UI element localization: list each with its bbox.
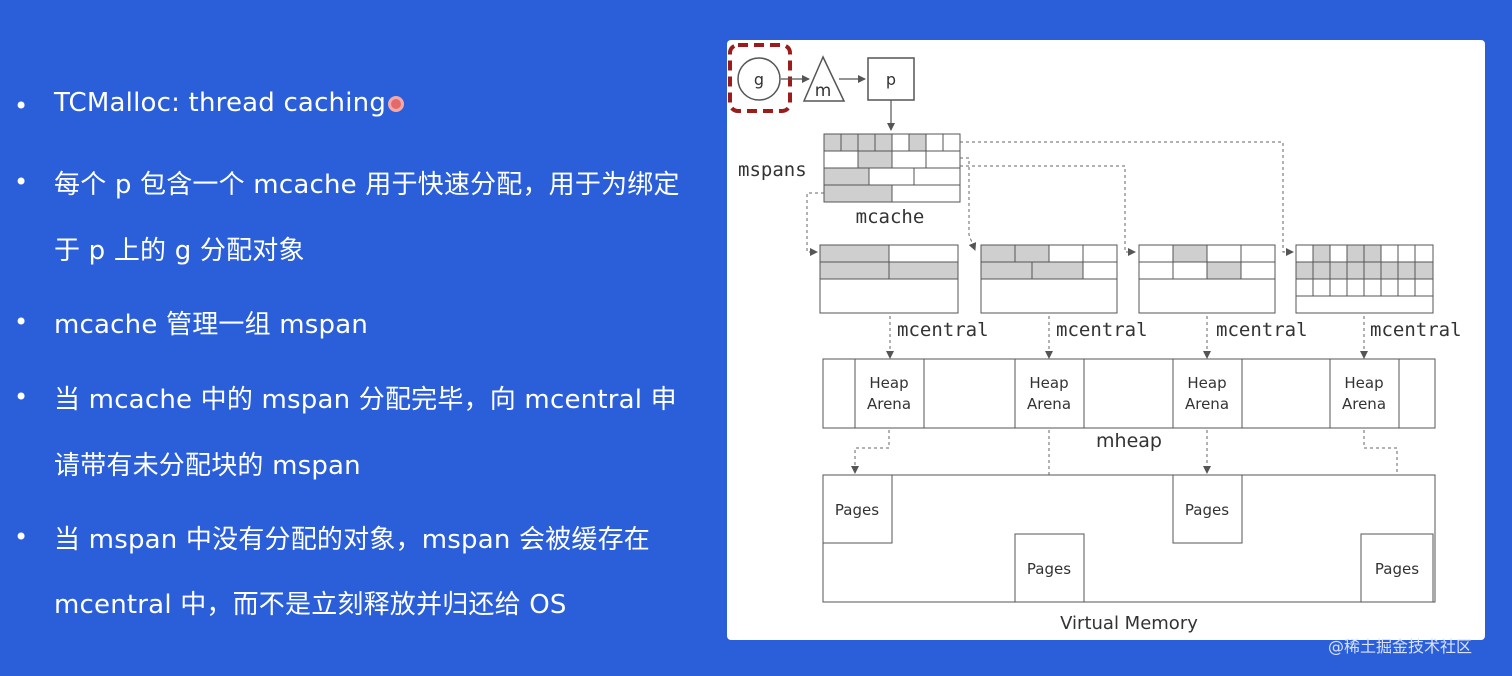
pages-2: Pages [1014,533,1085,603]
mcentral-label: mcentral [897,319,989,341]
bullet-marker: • [14,92,29,120]
heap-arena-1: Heap Arena [854,358,925,429]
bullet-4-line-1: 当 mcache 中的 mspan 分配完毕，向 mcentral 申 [54,385,677,415]
heap-arena-label: Arena [1027,395,1071,413]
bullet-5-line-1: 当 mspan 中没有分配的对象，mspan 会被缓存在 [54,525,650,555]
mcentral-2-box [980,244,1118,314]
bullet-5-line-2: mcentral 中，而不是立刻释放并归还给 OS [54,590,567,620]
watermark: @稀土掘金技术社区 [1328,637,1473,656]
heap-arena-label: Heap [1187,374,1226,392]
bullet-4-line-2: 请带有未分配块的 mspan [54,451,361,481]
bullet-1-label: TCMalloc: thread caching [54,88,387,118]
g-highlight-box [728,43,792,113]
heap-arena-2: Heap Arena [1014,358,1085,429]
pages-1: Pages [822,474,893,544]
m-label: m [815,81,832,101]
p-label: p [886,70,896,89]
g-label: g [754,70,764,89]
g-node [737,57,781,101]
cursor-dot-icon [388,95,405,112]
m-node [802,55,846,102]
virtual-memory-box [822,474,1436,603]
mcentral-label: mcentral [1216,319,1308,341]
heap-arena-label: Heap [1029,374,1068,392]
mcache-grid [823,133,961,203]
mcentral-label: mcentral [1056,319,1148,341]
pages-label: Pages [1185,501,1229,519]
mcentral-3-box [1138,244,1276,314]
heap-arena-4: Heap Arena [1329,358,1400,429]
mcentral-4-box [1295,244,1434,314]
pages-label: Pages [835,501,879,519]
memory-allocator-diagram: g m p [728,43,1462,634]
heap-arena-label: Heap [1344,374,1383,392]
pages-label: Pages [1375,560,1419,578]
heap-arena-label: Heap [869,374,908,392]
mcache-label: mcache [856,206,925,228]
bullet-2-line-2: 于 p 上的 g 分配对象 [54,236,305,266]
heap-arena-3: Heap Arena [1172,358,1243,429]
bullet-marker: • [14,523,29,551]
diagram-panel: g m p [727,40,1485,640]
bullet-2-line-1: 每个 p 包含一个 mcache 用于快速分配，用于为绑定 [54,170,680,200]
bullet-marker: • [14,383,29,411]
p-node [867,57,915,101]
mheap-label: mheap [1096,430,1162,452]
virtual-memory-label: Virtual Memory [1060,613,1198,634]
mspans-label: mspans [738,159,807,181]
heap-arena-label: Arena [867,395,911,413]
bullet-3-text: mcache 管理一组 mspan [54,310,369,340]
bullet-list: • TCMalloc: thread caching • 每个 p 包含一个 m… [0,0,720,676]
heap-arena-label: Arena [1342,395,1386,413]
mcentral-to-arena-arrows [886,316,1368,359]
pages-4: Pages [1360,533,1434,603]
mcentral-1-box [819,244,959,314]
bullet-marker: • [14,308,29,336]
bullet-marker: • [14,168,29,196]
mcache-to-mcentral-connectors [806,141,1294,256]
pages-3: Pages [1172,474,1243,544]
heap-arena-label: Arena [1185,395,1229,413]
bullet-1-text: TCMalloc: thread caching [54,88,405,118]
pages-label: Pages [1027,560,1071,578]
mcentral-label: mcentral [1370,319,1462,341]
